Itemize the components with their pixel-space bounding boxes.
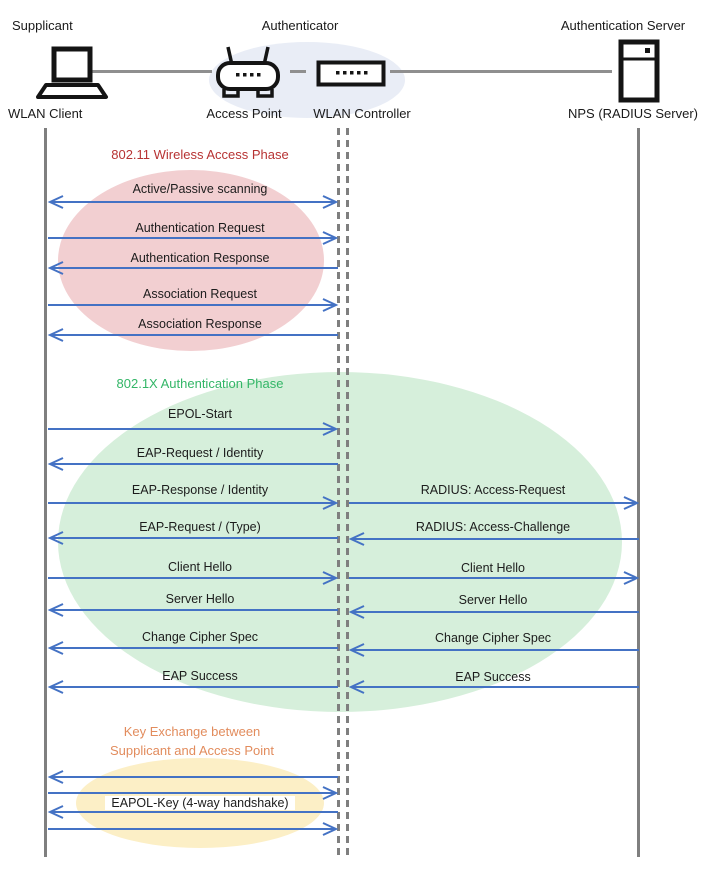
laptop-icon [30,45,114,108]
msg-label-eap-success: EAP Success [162,669,238,683]
msg-label-epol-start: EPOL-Start [168,407,232,421]
message-arrow-left [348,605,640,619]
lifeline-wlan-controller-2 [346,128,349,857]
msg-label-auth-response: Authentication Response [130,251,270,265]
connector-client-ap [88,70,212,73]
msg-label-eap-success-radius: EAP Success [455,670,531,684]
server-icon [618,39,660,108]
wireless-phase-ellipse [58,170,324,351]
message-arrow-both [47,195,339,209]
msg-label-eapol-key: EAPOL-Key (4-way handshake) [55,796,345,810]
msg-label-eap-request-type: EAP-Request / (Type) [139,520,261,534]
msg-label-client-hello: Client Hello [168,560,232,574]
wlan-controller-icon [316,60,386,92]
msg-label-auth-request: Authentication Request [135,221,265,235]
message-arrow-left [47,328,339,342]
msg-label-radius-access-challenge: RADIUS: Access-Challenge [415,520,571,534]
key-exchange-title-line1: Key Exchange between [123,724,261,739]
message-arrow-left [348,680,640,694]
message-arrow-left [47,261,339,275]
msg-label-radius-access-request: RADIUS: Access-Request [420,483,566,497]
role-authentication-server: Authentication Server [560,18,686,33]
phase-title-key-exchange: Key Exchange between Supplicant and Acce… [47,722,337,760]
eapol-key-arrow-2 [47,786,339,800]
message-arrow-left [348,643,640,657]
lifeline-wlan-controller-1 [337,128,340,857]
msg-label-server-hello: Server Hello [165,592,235,606]
device-wlan-controller: WLAN Controller [313,106,411,121]
key-exchange-title-line2: Supplicant and Access Point [109,743,275,758]
phase-title-80211: 802.11 Wireless Access Phase [111,147,289,162]
message-arrow-left [47,457,339,471]
msg-label-server-hello-radius: Server Hello [458,593,528,607]
message-arrow-left [47,603,339,617]
msg-label-client-hello-radius: Client Hello [461,561,525,575]
lifeline-wlan-client [44,128,47,857]
message-arrow-left [47,641,339,655]
device-access-point: Access Point [206,106,282,121]
msg-label-assoc-request: Association Request [143,287,257,301]
msg-label-scanning: Active/Passive scanning [132,182,268,196]
message-arrow-right [47,496,339,510]
eapol-key-arrow-1 [47,770,339,784]
message-arrow-left [47,531,339,545]
message-arrow-right [47,571,339,585]
phase-title-8021x: 802.1X Authentication Phase [116,376,284,391]
message-arrow-left [47,680,339,694]
device-nps-radius-server: NPS (RADIUS Server) [567,106,699,121]
eapol-key-arrow-4 [47,822,339,836]
lifeline-nps-server [637,128,640,857]
msg-label-change-cipher-spec: Change Cipher Spec [141,630,259,644]
connector-ap-controller [290,70,306,73]
role-authenticator: Authenticator [261,18,339,33]
role-supplicant: Supplicant [12,18,73,33]
msg-label-assoc-response: Association Response [138,317,262,331]
eapol-key-arrow-3 [47,805,339,819]
message-arrow-right [47,298,339,312]
device-wlan-client: WLAN Client [8,106,83,121]
message-arrow-right [348,571,640,585]
message-arrow-left [348,532,640,546]
message-arrow-right [47,422,339,436]
msg-label-change-cipher-spec-radius: Change Cipher Spec [434,631,552,645]
msg-label-eap-request-identity: EAP-Request / Identity [136,446,264,460]
connector-controller-server [390,70,612,73]
access-point-icon [215,45,281,105]
message-arrow-right [47,231,339,245]
msg-label-eap-response-identity: EAP-Response / Identity [131,483,269,497]
message-arrow-right [348,496,640,510]
